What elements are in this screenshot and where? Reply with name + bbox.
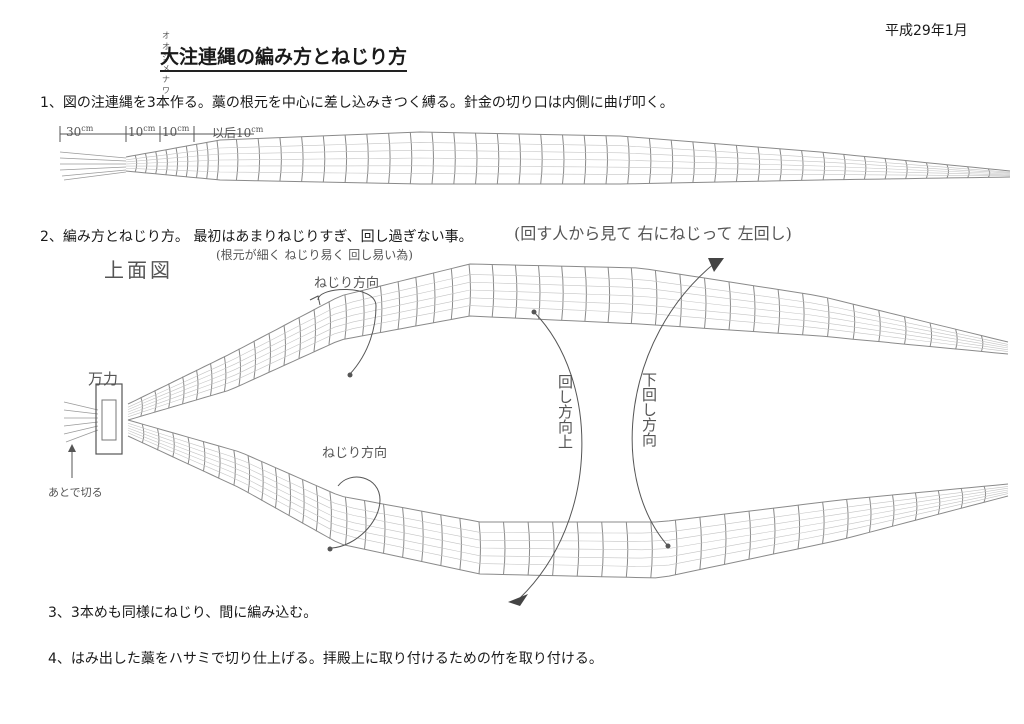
step-1-text: 1、図の注連縄を3本作る。藁の根元を中心に差し込みきつく縛る。針金の切り口は内側… <box>40 95 674 111</box>
rope-3-segment <box>650 521 653 578</box>
title-ruby: オオシメナワ <box>162 31 177 95</box>
cut-later-label: あとで切る <box>48 486 103 499</box>
rope-1-outline-bottom <box>125 170 1011 185</box>
rope-3-segment <box>233 450 236 486</box>
rope-1-straw-line <box>125 149 1011 174</box>
rope-3-segment <box>344 497 348 546</box>
clamp-vise <box>95 383 123 455</box>
rope-2-segment <box>223 356 227 392</box>
rope-1-straw-line <box>126 165 1011 176</box>
rope-3-outline-bottom <box>127 435 1009 579</box>
rope-1-straw-line <box>125 142 1011 173</box>
rope-3-outline-top <box>127 419 1009 523</box>
rotate-down-arrow <box>631 261 717 547</box>
rope-3-illustration <box>127 419 1009 579</box>
rotate-down-label: 下回し方向 <box>640 372 658 447</box>
twist-arc-top <box>317 289 377 375</box>
twist-direction-top-label: ねじり方向 <box>314 276 380 291</box>
rope-3-straw-line <box>127 430 1009 559</box>
rope-2-outline-bottom <box>127 315 1009 421</box>
rope-2-illustration <box>127 263 1009 421</box>
step-3-text: 3、3本めも同様にねじり、間に編み込む。 <box>48 605 318 621</box>
twist-arc-bottom <box>331 476 381 549</box>
dim-seg1-label: 10cm <box>128 124 156 139</box>
date-label: 平成29年1月 <box>885 23 968 39</box>
rope-1-illustration <box>125 131 1011 185</box>
rope-2-segment <box>630 267 634 324</box>
rotate-up-arrow <box>519 311 583 599</box>
rotate-up-label: 回し方向上 <box>556 374 574 449</box>
step-2-paren-note: (回す人から見て 右にねじって 左回し) <box>514 224 792 243</box>
rope-1-straw-root <box>59 151 127 181</box>
dim-root-label: 30cm <box>66 124 94 139</box>
rope-2-straw-line <box>127 274 1009 408</box>
twist-direction-bottom-label: ねじり方向 <box>322 446 388 461</box>
rope-3-straw-line <box>127 422 1009 534</box>
rope-2-straw-line <box>127 289 1009 413</box>
rope-3-straw-line <box>127 427 1009 551</box>
straw-end-bundle <box>63 401 99 443</box>
dim-rest-label: 以后10cm <box>212 125 264 140</box>
step-4-text: 4、はみ出した藁をハサミで切り仕上げる。拝殿上に取り付けるための竹を取り付ける。 <box>48 651 603 667</box>
rope-2-straw-line <box>127 297 1009 415</box>
top-view-label: 上面図 <box>104 258 173 282</box>
rope-2-straw-line <box>127 281 1009 410</box>
step-2-text: 2、編み方とねじり方。 最初はあまりねじりすぎ、回し過ぎない事。 <box>40 229 473 245</box>
step-2-sub-note: (根元が細く ねじり易く 回し易い為) <box>216 248 413 262</box>
dim-seg2-label: 10cm <box>162 124 190 139</box>
rope-3-straw-line <box>127 425 1009 542</box>
rope-2-outline-top <box>127 263 1009 405</box>
dimension-line <box>59 126 254 142</box>
rope-2-straw-line <box>127 305 1009 418</box>
rope-1-outline-top <box>125 131 1011 172</box>
rope-2-segment <box>344 294 347 339</box>
page-title: 大注連縄の編み方とねじり方 <box>160 42 408 72</box>
rope-3-straw-line <box>127 432 1009 567</box>
rope-1-straw-line <box>125 167 1011 177</box>
rope-1-straw-line <box>125 157 1011 175</box>
